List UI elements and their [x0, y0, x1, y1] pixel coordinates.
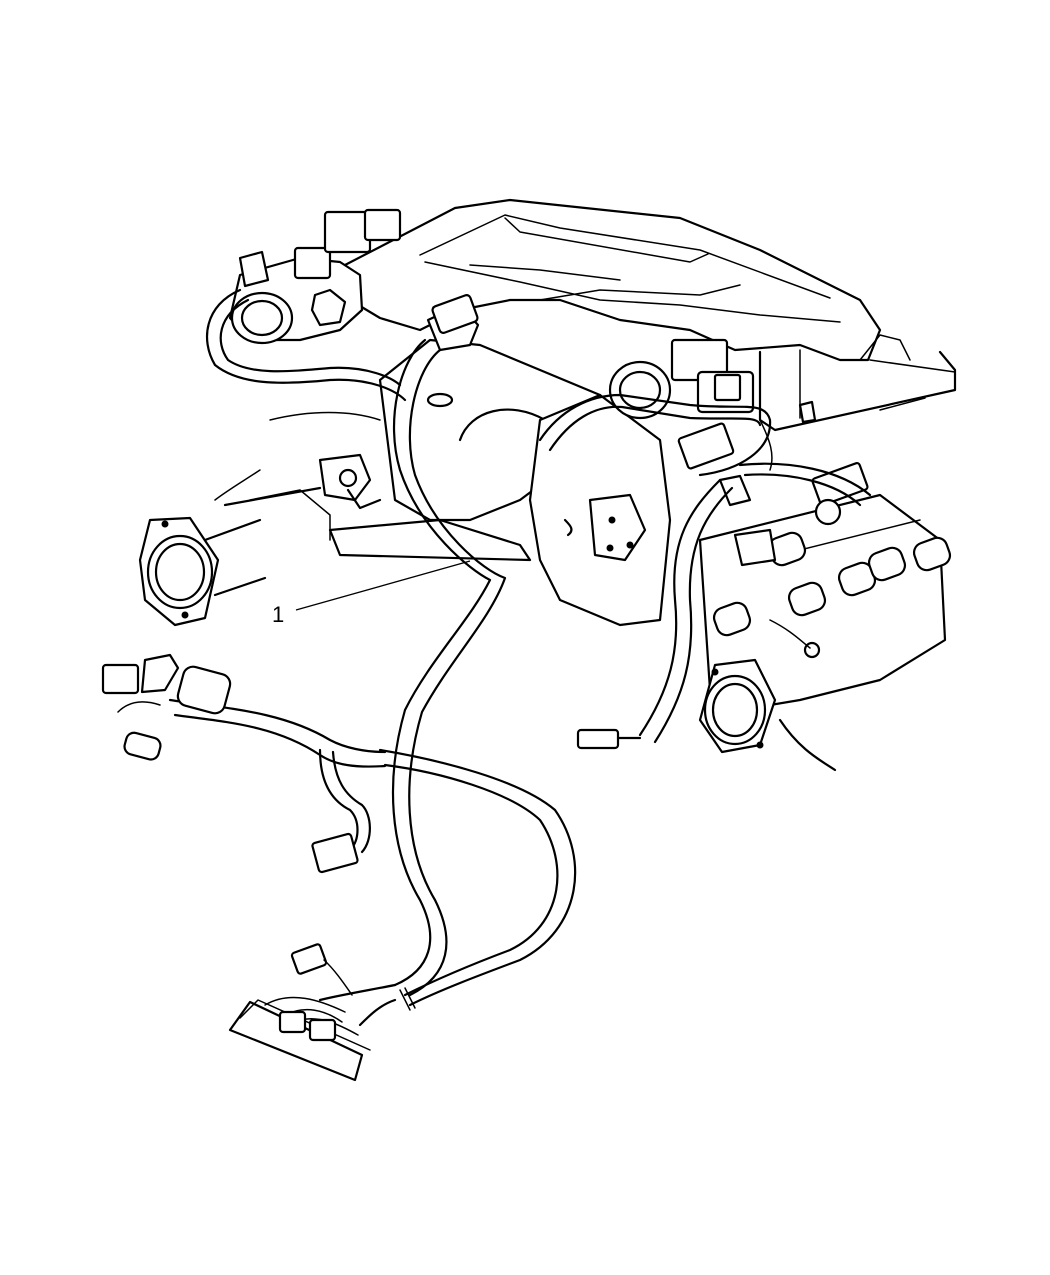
- wiring-harness-main: [168, 288, 872, 1007]
- connector-middle: [311, 832, 359, 874]
- callout-leader-line: [295, 560, 471, 611]
- connector-main-multipin: [228, 1000, 364, 1082]
- exhaust-flange-right: [698, 658, 777, 754]
- connector-left-c: [123, 731, 162, 761]
- connector-small: [290, 943, 328, 975]
- throttle-body: [228, 208, 402, 345]
- harness-connectors: [101, 294, 642, 1082]
- engine-block: [528, 393, 672, 627]
- connector-left-b: [176, 665, 232, 715]
- callout-label-1: 1: [272, 602, 285, 627]
- exhaust-flange-left: [138, 516, 267, 627]
- coolant-sensor: [318, 453, 382, 510]
- connector-left-a: [101, 663, 140, 695]
- intake-plenum: [343, 198, 957, 432]
- connector-right-bottom: [576, 728, 620, 750]
